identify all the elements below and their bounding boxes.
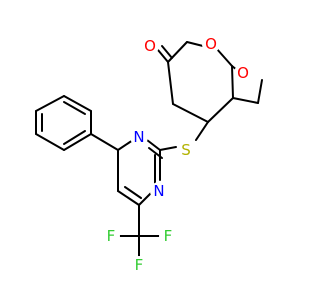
atom-f-right: F <box>159 227 177 245</box>
atom-s-thioether: S <box>177 141 195 159</box>
atom-n-top: N <box>130 128 148 146</box>
atom-n-bottom-label: N <box>153 182 164 200</box>
atom-labels: O O O S N N F F <box>102 35 252 274</box>
atom-o-bridge-label: O <box>205 35 217 53</box>
atom-o-ketone: O <box>141 37 159 55</box>
bond-lines <box>35 41 263 260</box>
atom-o-ring: O <box>234 64 252 82</box>
atom-o-bridge: O <box>202 35 220 53</box>
atom-f-left: F <box>102 227 120 245</box>
atom-n-top-label: N <box>133 128 144 146</box>
atom-o-ring-label: O <box>237 64 249 82</box>
atom-n-bottom: N <box>150 182 168 200</box>
atom-s-thioether-label: S <box>181 141 191 159</box>
molecule-structure-diagram: O O O S N N F F <box>35 35 263 274</box>
atom-f-bottom-label: F <box>135 256 144 274</box>
atom-o-ketone-label: O <box>144 37 156 55</box>
atom-f-bottom: F <box>130 256 148 274</box>
atom-f-right-label: F <box>164 227 173 245</box>
atom-f-left-label: F <box>107 227 116 245</box>
